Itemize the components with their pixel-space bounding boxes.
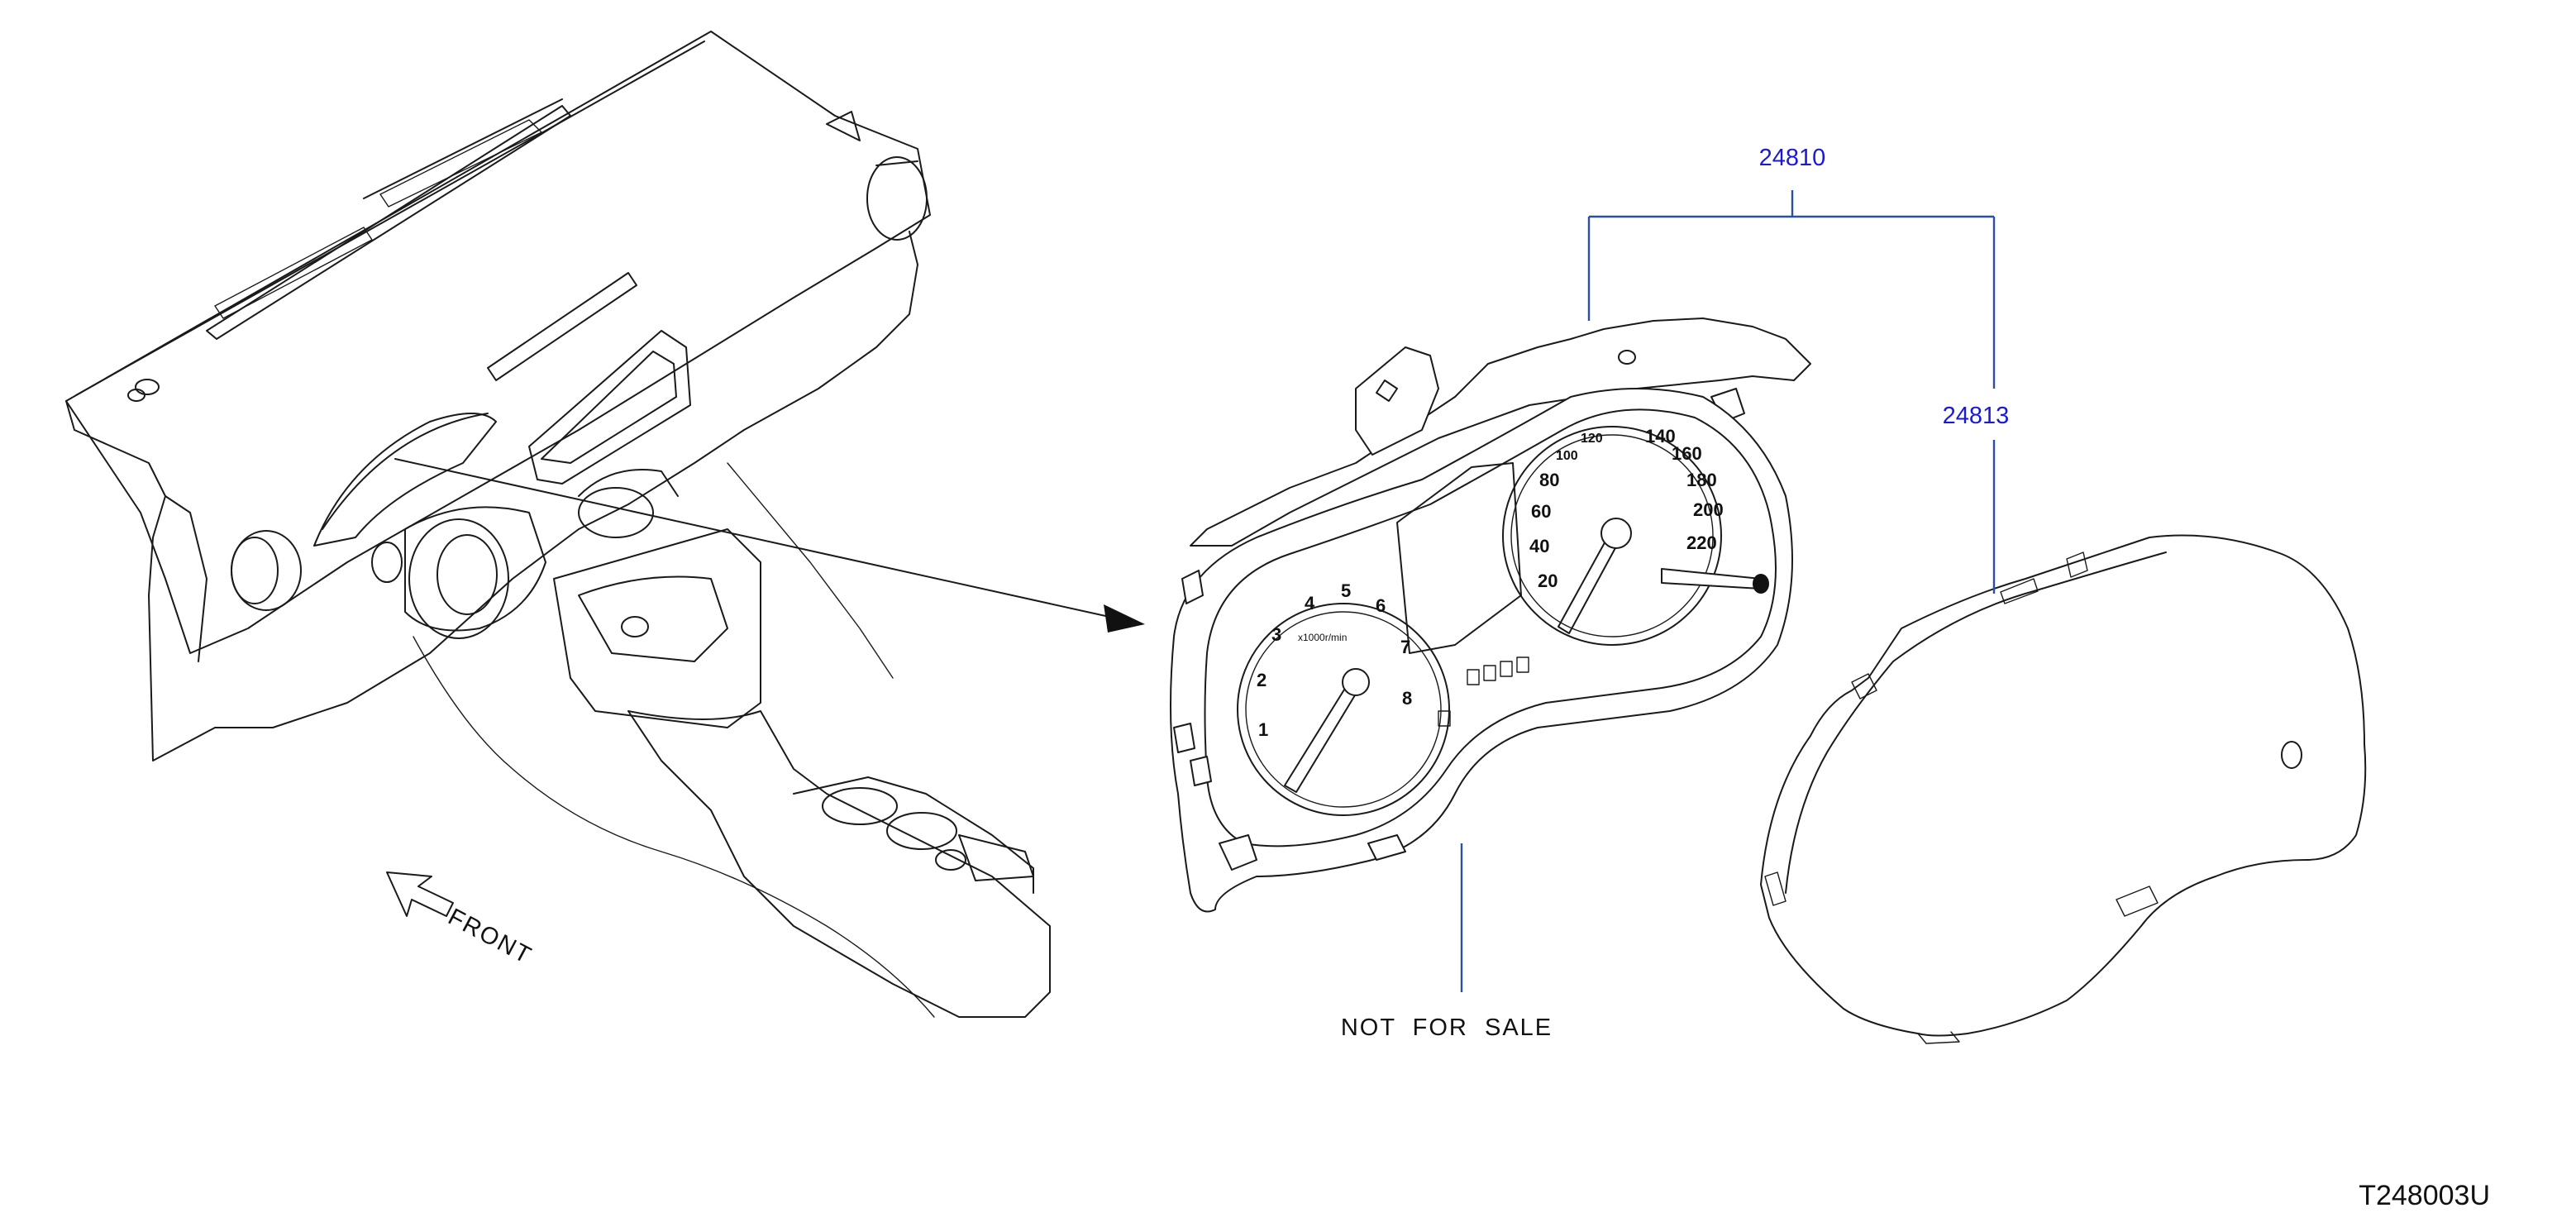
tach-number: 1 [1258, 719, 1268, 740]
tach-number: 3 [1271, 624, 1281, 645]
leader-lines [1460, 190, 1996, 992]
speed-number: 80 [1539, 470, 1559, 490]
speed-number: 180 [1686, 470, 1717, 490]
tach-number: 8 [1402, 688, 1412, 709]
tach-number: 6 [1376, 595, 1386, 616]
instrument-panel-illustration [65, 31, 1051, 1018]
meter-cover-illustration [1760, 534, 2367, 1044]
speed-number: 40 [1529, 536, 1549, 556]
location-arrow [394, 458, 1145, 633]
tach-number: 7 [1400, 637, 1410, 657]
front-label: FRONT [444, 904, 537, 970]
speed-number: 120 [1581, 432, 1603, 446]
speed-number: 160 [1672, 443, 1702, 464]
speed-number: 200 [1693, 499, 1724, 520]
combination-meter-illustration: 1 2 3 4 5 6 7 8 x1000r/min 20 40 60 80 1… [1170, 317, 1811, 913]
part-number-24813[interactable]: 24813 [1943, 403, 2010, 429]
speed-number: 20 [1538, 571, 1558, 591]
tach-unit: x1000r/min [1298, 632, 1347, 643]
speedometer-scale: 20 40 60 80 100 120 140 160 180 200 220 [1529, 426, 1724, 591]
speed-number: 220 [1686, 532, 1717, 553]
speed-number: 140 [1645, 426, 1676, 446]
tach-number: 5 [1341, 580, 1351, 601]
part-number-24810[interactable]: 24810 [1759, 145, 1826, 171]
speed-number: 100 [1556, 449, 1578, 463]
tach-number: 4 [1305, 593, 1315, 614]
warning-lamp-row [1438, 656, 1529, 727]
tach-number: 2 [1257, 670, 1267, 690]
tachometer-scale: 1 2 3 4 5 6 7 8 x1000r/min [1257, 580, 1412, 740]
front-direction-indicator: FRONT [386, 871, 537, 970]
speed-number: 60 [1531, 501, 1551, 522]
not-for-sale-note: NOT FOR SALE [1341, 1015, 1553, 1041]
figure-code: T248003U [2359, 1180, 2490, 1211]
